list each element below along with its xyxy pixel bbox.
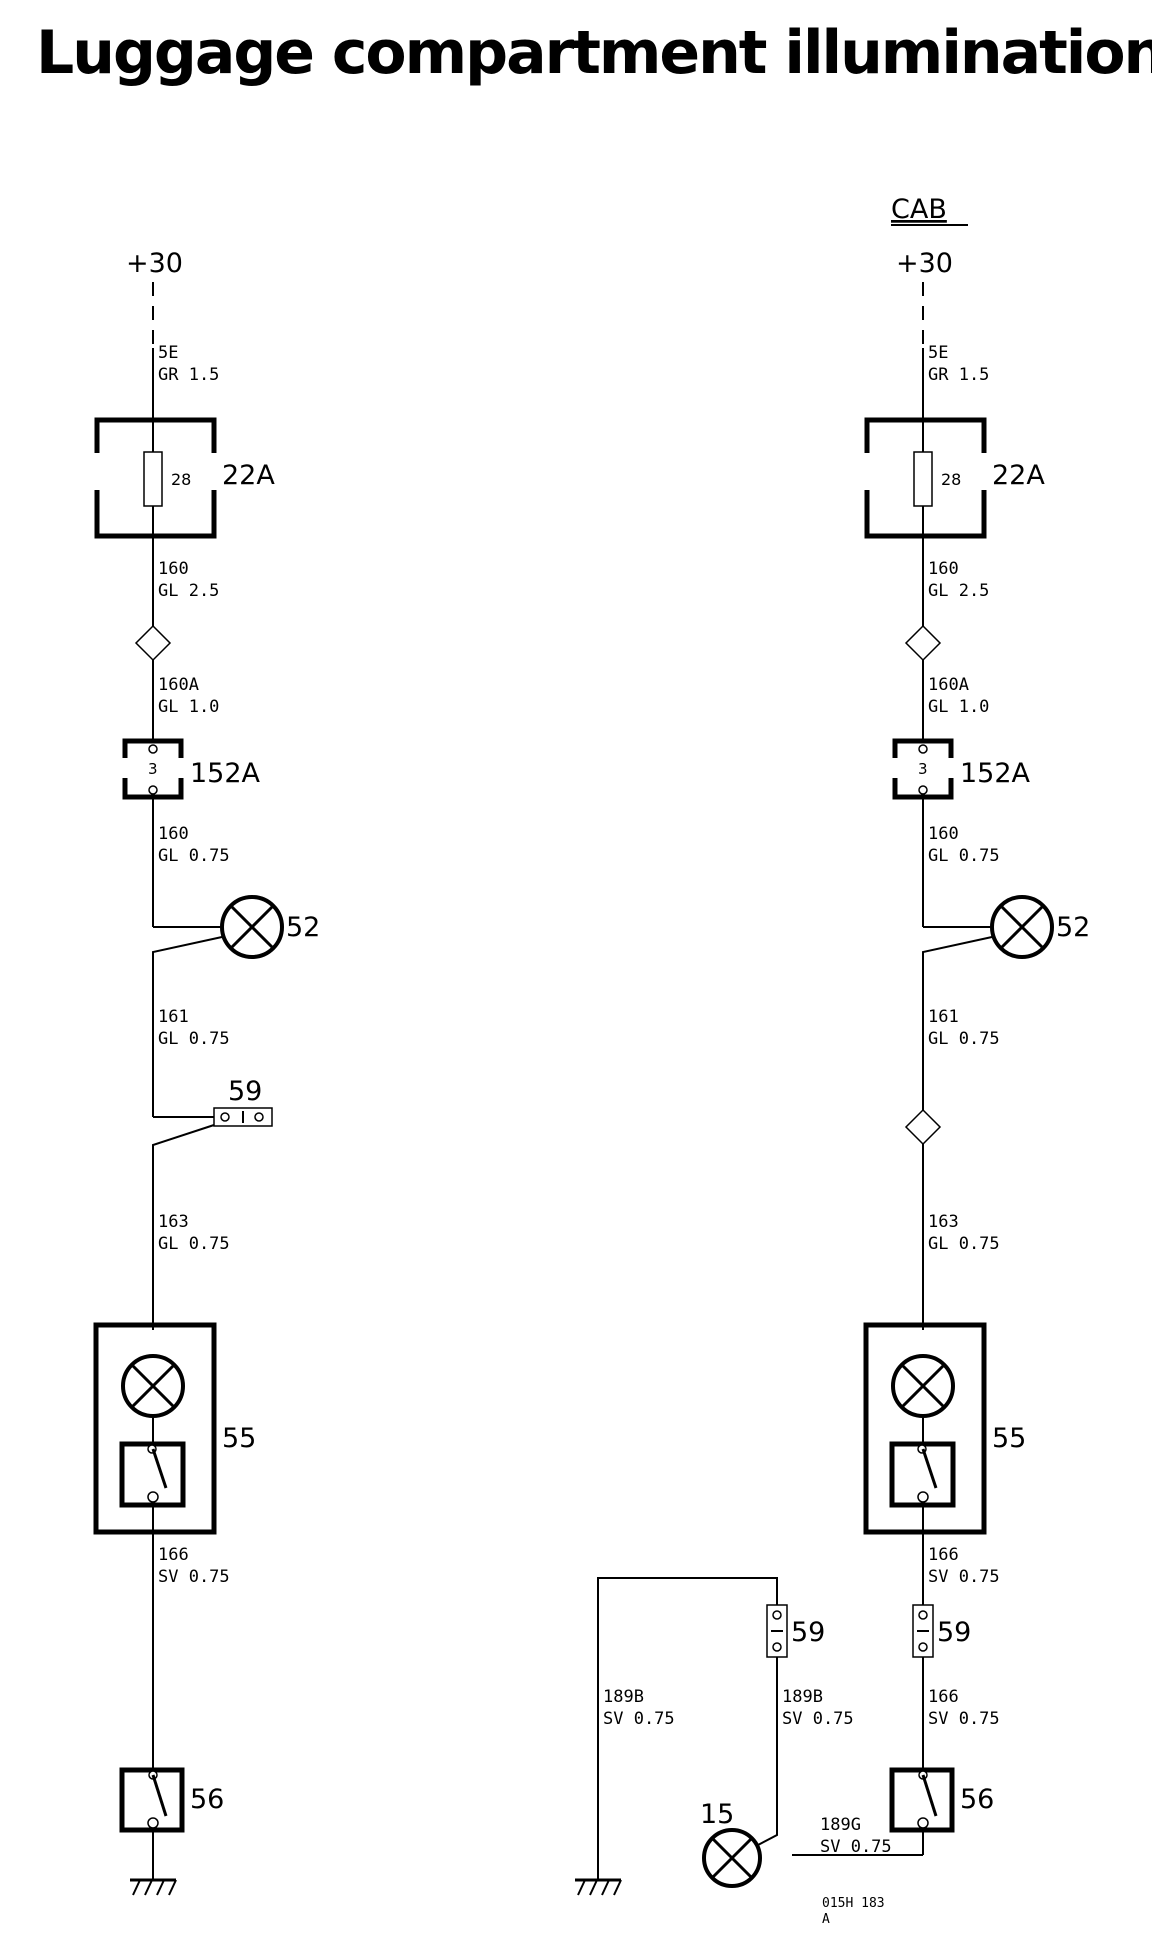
- wire-161-left-spec: GL 0.75: [158, 1029, 230, 1049]
- page-title: Luggage compartment illumination: [36, 18, 1152, 88]
- wire-166b-right-num: 166: [928, 1687, 959, 1707]
- left-supply-label: +30: [126, 248, 183, 279]
- right-splice-diamond-1: [904, 624, 942, 662]
- right-connector-label: 152A: [960, 758, 1031, 789]
- right-cab-header: CAB: [891, 194, 947, 225]
- right-unit-55-label: 55: [992, 1423, 1026, 1454]
- wire-5e-left-spec: GR 1.5: [158, 365, 219, 385]
- right-lamp-52-label: 52: [1056, 912, 1090, 943]
- left-connector-label: 152A: [190, 758, 261, 789]
- wire-5e-right-num: 5E: [928, 343, 948, 363]
- left-connector-59-label: 59: [228, 1076, 262, 1107]
- left-fuse-pin: 28: [171, 470, 191, 489]
- wire-5e-right-spec: GR 1.5: [928, 365, 989, 385]
- wire-160-right-spec: GL 2.5: [928, 581, 989, 601]
- right-circuit: CAB +30 5E GR 1.5 28 22A 160 GL 2.5 160A…: [575, 194, 1090, 1927]
- wire-189b-2-spec: SV 0.75: [782, 1709, 854, 1729]
- wire-189b-1: [597, 1577, 778, 1880]
- left-lamp-52: 52: [220, 895, 320, 959]
- left-fuse-icon: [143, 451, 163, 507]
- right-fuse-pin: 28: [941, 470, 961, 489]
- wire-160-right-num: 160: [928, 559, 959, 579]
- wire-160b-right-num: 160: [928, 824, 959, 844]
- right-supply-label: +30: [896, 248, 953, 279]
- wire-161-left-num: 161: [158, 1007, 189, 1027]
- reference-code: 015H 183: [822, 1896, 885, 1911]
- left-switch-56-label: 56: [190, 1784, 224, 1815]
- wire-189b-1-spec: SV 0.75: [603, 1709, 675, 1729]
- wire-189b-2-num: 189B: [782, 1687, 823, 1707]
- wire-163-right-spec: GL 0.75: [928, 1234, 1000, 1254]
- wire-166-left-spec: SV 0.75: [158, 1567, 230, 1587]
- right-lamp-15: 15: [700, 1799, 762, 1888]
- left-connector-152a: 3 152A: [122, 738, 261, 800]
- right-splice-diamond-2: [904, 1108, 942, 1146]
- right-unit-55: 55: [863, 1322, 1026, 1535]
- wire-161-right-spec: GL 0.75: [928, 1029, 1000, 1049]
- right-lamp-15-label: 15: [700, 1799, 734, 1830]
- left-fuse-box-22a: 28 22A: [94, 417, 275, 539]
- wire-160b-left-num: 160: [158, 824, 189, 844]
- left-ground-icon: [130, 1878, 177, 1896]
- wire-189b-2: [757, 1657, 778, 1846]
- wire-163-left-spec: GL 0.75: [158, 1234, 230, 1254]
- right-fuse-box-22a: 28 22A: [864, 417, 1045, 539]
- right-connector-59-main: 59: [912, 1604, 971, 1658]
- wire-160a-left-spec: GL 1.0: [158, 697, 219, 717]
- left-unit-55-label: 55: [222, 1423, 256, 1454]
- wire-166b-right-spec: SV 0.75: [928, 1709, 1000, 1729]
- left-switch-56: 56: [119, 1767, 224, 1833]
- left-fuse-label: 22A: [222, 460, 275, 491]
- wire-166-right-num: 166: [928, 1545, 959, 1565]
- wire-163-left-num: 163: [158, 1212, 189, 1232]
- wire-160a-right-num: 160A: [928, 675, 969, 695]
- wire-189g-num: 189G: [820, 1815, 861, 1835]
- right-connector-pin: 3: [918, 760, 928, 778]
- wire-166-right-spec: SV 0.75: [928, 1567, 1000, 1587]
- right-switch-56-label: 56: [960, 1784, 994, 1815]
- wire-189b-1-num: 189B: [603, 1687, 644, 1707]
- right-lamp-52: 52: [990, 895, 1090, 959]
- left-unit-55: 55: [93, 1322, 256, 1535]
- wire-161-left: [152, 936, 223, 1117]
- right-connector-59-branch: 59: [766, 1604, 825, 1658]
- reference-revision: A: [822, 1912, 830, 1927]
- right-connector-59-branch-label: 59: [791, 1617, 825, 1648]
- left-circuit: +30 5E GR 1.5 28 22A 160 GL 2.5 160A GL …: [93, 248, 320, 1896]
- left-lamp-52-label: 52: [286, 912, 320, 943]
- wire-160b-right-spec: GL 0.75: [928, 846, 1000, 866]
- wire-189g-spec: SV 0.75: [820, 1837, 892, 1857]
- wire-163-right-num: 163: [928, 1212, 959, 1232]
- right-fuse-label: 22A: [992, 460, 1045, 491]
- wire-160-left-num: 160: [158, 559, 189, 579]
- right-switch-56: 56: [889, 1767, 994, 1833]
- wire-161-right-num: 161: [928, 1007, 959, 1027]
- wire-5e-left-num: 5E: [158, 343, 178, 363]
- right-ground-icon: [575, 1878, 622, 1896]
- right-fuse-icon: [913, 451, 933, 507]
- wire-161-right: [922, 936, 993, 1110]
- left-connector-pin: 3: [148, 760, 158, 778]
- left-connector-59: 59: [213, 1076, 273, 1127]
- right-connector-152a: 3 152A: [892, 738, 1031, 800]
- wire-166-left-num: 166: [158, 1545, 189, 1565]
- left-splice-diamond: [134, 624, 172, 662]
- wire-160a-left-num: 160A: [158, 675, 199, 695]
- wire-160-left-spec: GL 2.5: [158, 581, 219, 601]
- wire-160a-right-spec: GL 1.0: [928, 697, 989, 717]
- wire-163-left: [152, 1124, 215, 1330]
- wire-160b-left-spec: GL 0.75: [158, 846, 230, 866]
- right-connector-59-main-label: 59: [937, 1617, 971, 1648]
